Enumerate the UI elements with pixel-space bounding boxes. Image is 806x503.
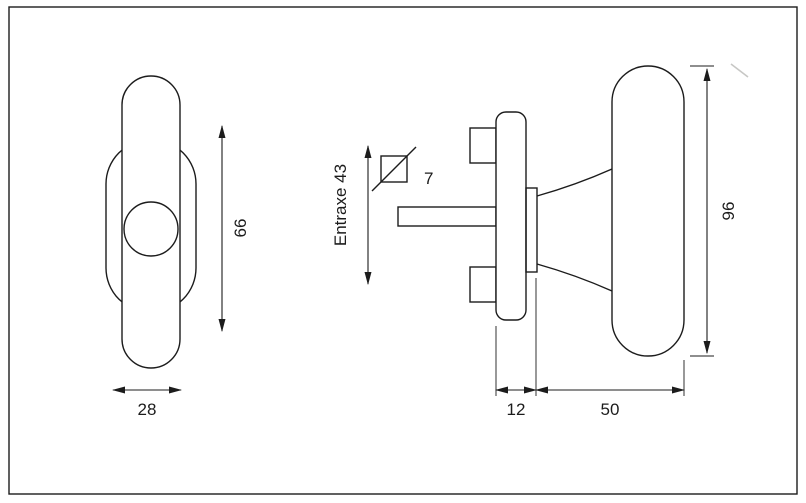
side-knob-bar-outline: [611, 65, 685, 357]
entraxe-dimension-label: Entraxe 43: [331, 164, 350, 246]
side-neck-top-line: [536, 168, 613, 197]
square-section-slash: [371, 146, 417, 192]
square-section-symbol: [380, 155, 408, 183]
drawing-border-frame: [8, 6, 798, 495]
side-spindle-bar: [397, 206, 497, 227]
side-neck-bottom-line: [536, 263, 613, 292]
front-neck-circle: [123, 201, 179, 257]
screw-boss-bottom: [469, 266, 497, 303]
side-height-dimension-label: 96: [719, 202, 738, 221]
side-view: 7 Entraxe 43 96: [331, 65, 738, 419]
rosette-depth-dimension-label: 12: [507, 400, 526, 419]
front-handle-outline: [121, 75, 181, 369]
front-view: 66 28: [105, 75, 250, 419]
spindle-size-label: 7: [424, 169, 433, 188]
knob-depth-dimension-label: 50: [601, 400, 620, 419]
screw-boss-top: [469, 127, 497, 164]
side-rosette-profile: [495, 111, 527, 321]
scan-artifact-mark: [730, 63, 749, 78]
front-height-dimension-label: 66: [231, 219, 250, 238]
side-collar: [525, 187, 538, 273]
front-width-dimension-label: 28: [138, 400, 157, 419]
